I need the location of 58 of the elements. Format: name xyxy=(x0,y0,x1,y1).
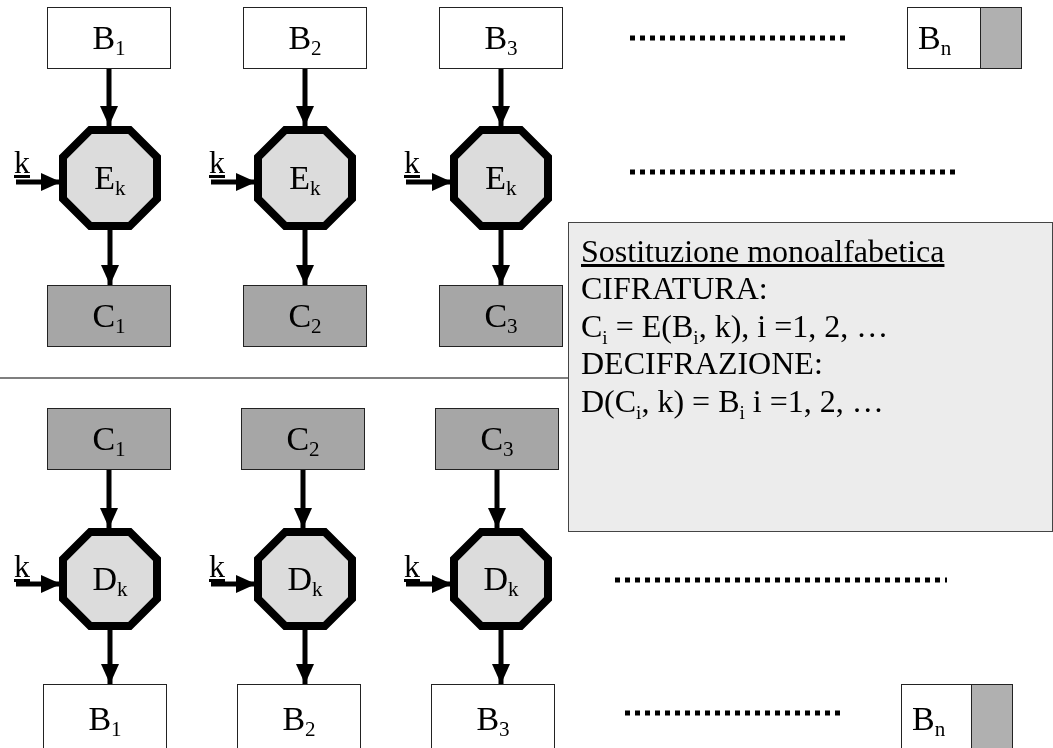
node-label: B$_{3}$ xyxy=(484,19,518,57)
shaded-box xyxy=(47,285,171,347)
node-label: B$_{n}$ xyxy=(917,19,952,57)
node-label: C$_{1}$ xyxy=(92,297,126,335)
node-label: C$_{3}$ xyxy=(484,297,518,335)
arrow xyxy=(492,230,510,285)
arrow xyxy=(406,575,452,593)
shaded-box xyxy=(47,408,171,470)
text-box xyxy=(439,7,563,69)
node-label: B$_{n}$ xyxy=(911,700,946,738)
node-label: k xyxy=(404,144,420,181)
text-box xyxy=(47,7,171,69)
note-heading: Sostituzione monoalfabetica xyxy=(581,233,945,271)
arrow xyxy=(294,470,312,528)
note-panel xyxy=(568,222,1053,532)
note-text: DECIFRAZIONE: xyxy=(581,345,823,383)
node-label: B$_{2}$ xyxy=(288,19,322,57)
arrow xyxy=(100,69,118,126)
arrow xyxy=(406,173,452,191)
node-label: k xyxy=(404,548,420,585)
node-label: C$_{3}$ xyxy=(480,420,514,458)
node-label: k xyxy=(209,548,225,585)
text-box xyxy=(43,684,167,748)
split-box xyxy=(907,7,1022,69)
shaded-box xyxy=(435,408,559,470)
note-text: CIFRATURA: xyxy=(581,270,768,308)
arrow xyxy=(16,575,61,593)
arrow xyxy=(296,230,314,285)
node-label: B$_{3}$ xyxy=(476,700,510,738)
node-label: k xyxy=(209,144,225,181)
arrow xyxy=(211,575,256,593)
arrow xyxy=(100,470,118,528)
arrow xyxy=(492,69,510,126)
arrow xyxy=(211,173,256,191)
arrow xyxy=(101,230,119,285)
arrow xyxy=(296,630,314,684)
arrow xyxy=(492,630,510,684)
shaded-box xyxy=(243,285,367,347)
text-box xyxy=(237,684,361,748)
shaded-box xyxy=(241,408,365,470)
arrow xyxy=(16,173,61,191)
node-label: B$_{1}$ xyxy=(88,700,122,738)
node-label: k xyxy=(14,144,30,181)
text-box xyxy=(243,7,367,69)
note-text: D(C$_{i}$, k) = B$_{i}$ i =1, 2, … xyxy=(581,382,884,421)
split-box xyxy=(901,684,1013,748)
node-label: C$_{2}$ xyxy=(286,420,320,458)
node-label: B$_{1}$ xyxy=(92,19,126,57)
note-text: C$_{i}$ = E(B$_{i}$, k), i =1, 2, … xyxy=(581,307,889,346)
arrow xyxy=(488,470,506,528)
node-label: k xyxy=(14,548,30,585)
text-box xyxy=(431,684,555,748)
node-label: C$_{1}$ xyxy=(92,420,126,458)
node-label: C$_{2}$ xyxy=(288,297,322,335)
node-label: B$_{2}$ xyxy=(282,700,316,738)
arrow xyxy=(101,630,119,684)
shaded-box xyxy=(439,285,563,347)
arrow xyxy=(296,69,314,126)
